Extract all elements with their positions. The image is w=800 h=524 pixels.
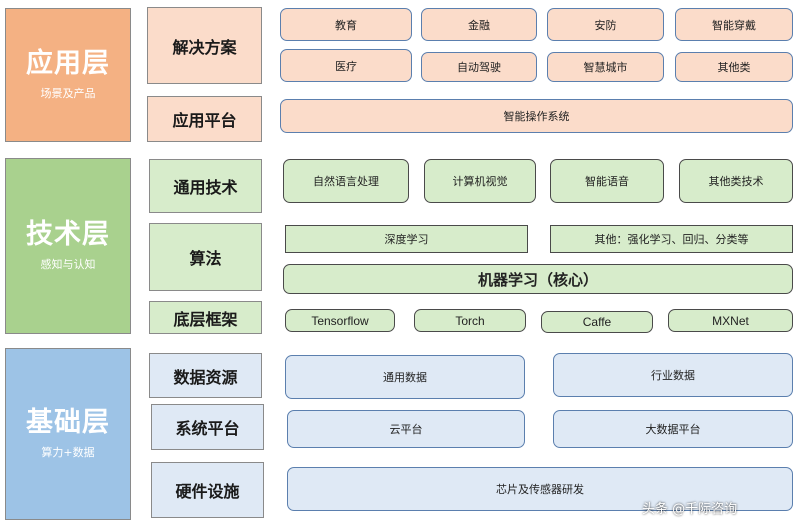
category-data-resources: 数据资源 [149,353,262,398]
solution-finance: 金融 [421,8,537,41]
category-system-platform: 系统平台 [151,404,264,450]
layer-tech: 技术层 感知与认知 [5,158,131,334]
data-industry: 行业数据 [553,353,793,397]
tech-computer-vision: 计算机视觉 [424,159,536,203]
layer-app-subtitle: 场景及产品 [40,86,96,100]
watermark-text: 头条 @千际咨询 [642,502,738,517]
algo-machine-learning-core: 机器学习（核心） [283,264,793,294]
layer-base-title: 基础层 [26,407,110,439]
category-algorithms: 算法 [149,223,262,291]
category-general-tech: 通用技术 [149,159,262,213]
framework-mxnet: MXNet [668,309,793,332]
tech-nlp: 自然语言处理 [283,159,409,203]
layer-tech-title: 技术层 [26,219,110,251]
category-frameworks: 底层框架 [149,301,262,334]
category-app-platform: 应用平台 [147,96,262,142]
solution-medical: 医疗 [280,49,412,82]
solution-smart-city: 智慧城市 [547,52,664,82]
solution-autonomous-driving: 自动驾驶 [421,52,537,82]
framework-tensorflow: Tensorflow [285,309,395,332]
layer-app-title: 应用层 [26,48,110,80]
layer-app: 应用层 场景及产品 [5,8,131,142]
solution-security: 安防 [547,8,664,41]
framework-torch: Torch [414,309,526,332]
app-platform-os: 智能操作系统 [280,99,793,133]
system-bigdata: 大数据平台 [553,410,793,448]
layer-base: 基础层 算力+数据 [5,348,131,520]
system-cloud: 云平台 [287,410,525,448]
framework-caffe: Caffe [541,311,653,333]
hardware-chips-sensors: 芯片及传感器研发 [287,467,793,511]
data-general: 通用数据 [285,355,525,399]
category-solutions: 解决方案 [147,7,262,84]
solution-education: 教育 [280,8,412,41]
solution-others: 其他类 [675,52,793,82]
layer-tech-subtitle: 感知与认知 [40,257,96,271]
category-hardware: 硬件设施 [151,462,264,518]
tech-others: 其他类技术 [679,159,793,203]
tech-speech: 智能语音 [550,159,664,203]
layer-base-subtitle: 算力+数据 [41,445,95,459]
algo-deep-learning: 深度学习 [285,225,528,253]
algo-others: 其他：强化学习、回归、分类等 [550,225,793,253]
solution-wearables: 智能穿戴 [675,8,793,41]
